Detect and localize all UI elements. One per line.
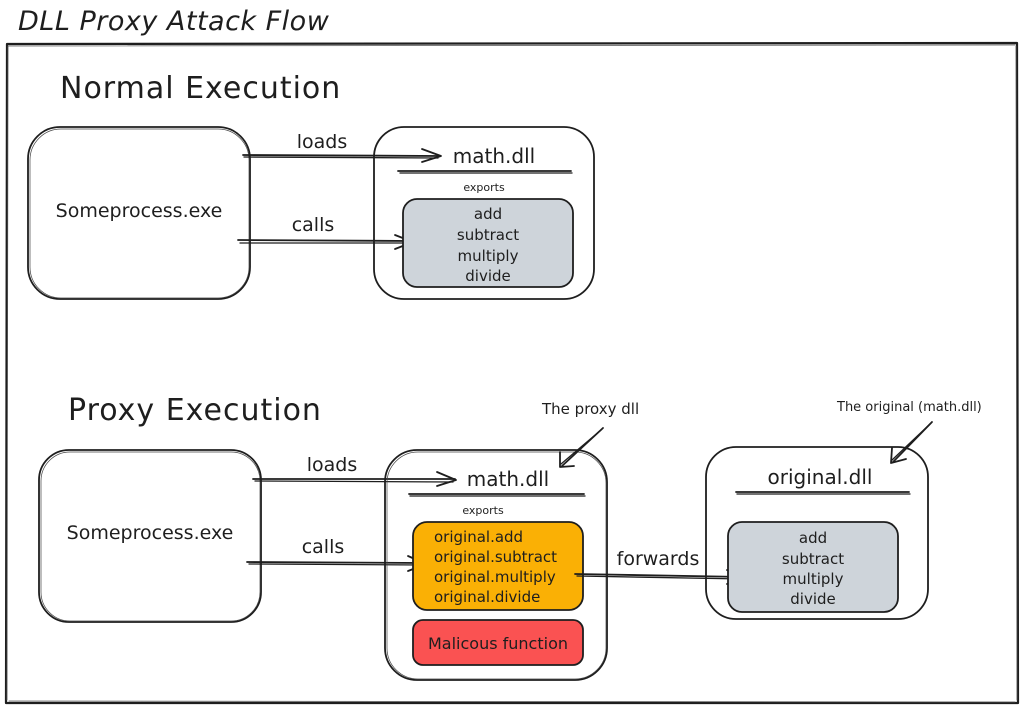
proxy-exports-label: exports: [462, 504, 504, 517]
normal-execution-heading: Normal Execution: [60, 71, 341, 106]
malicious-function-box: Malicous function: [412, 619, 584, 666]
malicious-function-label: Malicous function: [428, 634, 568, 653]
original-dll-box[interactable]: original.dll add subtract multiply divid…: [705, 446, 929, 620]
original-export-item: divide: [790, 590, 835, 608]
proxy-process-box[interactable]: Someprocess.exe: [38, 449, 262, 623]
export-item: add: [474, 205, 502, 223]
normal-exports-label: exports: [463, 181, 505, 194]
normal-exports-box: add subtract multiply divide: [402, 198, 574, 288]
forwards-arrow: forwards: [574, 548, 747, 585]
proxy-export-item: original.divide: [434, 588, 540, 606]
proxy-export-item: original.subtract: [434, 548, 557, 566]
normal-dll-box[interactable]: math.dll exports add subtract multiply d…: [373, 126, 595, 300]
proxy-dll-name: math.dll: [467, 467, 549, 491]
normal-calls-arrow: calls: [237, 214, 414, 250]
normal-dll-name: math.dll: [453, 144, 535, 168]
proxy-calls-arrow: calls: [246, 536, 427, 572]
normal-process-label: Someprocess.exe: [56, 200, 223, 222]
normal-process-box[interactable]: Someprocess.exe: [27, 126, 251, 300]
normal-calls-label: calls: [292, 214, 335, 236]
diagram-title: DLL Proxy Attack Flow: [18, 6, 330, 37]
normal-loads-arrow: loads: [242, 131, 442, 163]
original-export-item: multiply: [783, 570, 844, 588]
proxy-process-label: Someprocess.exe: [67, 522, 234, 544]
proxy-export-item: original.multiply: [434, 568, 556, 586]
export-item: divide: [465, 267, 510, 285]
original-dll-annotation: The original (math.dll): [836, 400, 982, 464]
proxy-exports-box: original.add original.subtract original.…: [412, 521, 584, 611]
original-export-item: subtract: [782, 550, 844, 568]
original-dll-name: original.dll: [768, 465, 873, 489]
proxy-loads-arrow: loads: [252, 454, 457, 487]
proxy-export-item: original.add: [434, 528, 523, 546]
proxy-dll-annotation-text: The proxy dll: [541, 400, 639, 418]
export-item: subtract: [457, 226, 519, 244]
proxy-execution-heading: Proxy Execution: [68, 393, 322, 428]
proxy-dll-box[interactable]: math.dll exports original.add original.s…: [384, 449, 608, 681]
forwards-label: forwards: [617, 548, 700, 570]
normal-loads-label: loads: [297, 131, 348, 153]
proxy-dll-annotation: The proxy dll: [541, 400, 639, 468]
export-item: multiply: [458, 247, 519, 265]
original-dll-annotation-text: The original (math.dll): [836, 400, 982, 415]
proxy-loads-label: loads: [307, 454, 358, 476]
outer-frame: [4, 41, 1020, 705]
proxy-calls-label: calls: [302, 536, 345, 558]
original-exports-box: add subtract multiply divide: [727, 521, 899, 613]
original-export-item: add: [799, 529, 827, 547]
